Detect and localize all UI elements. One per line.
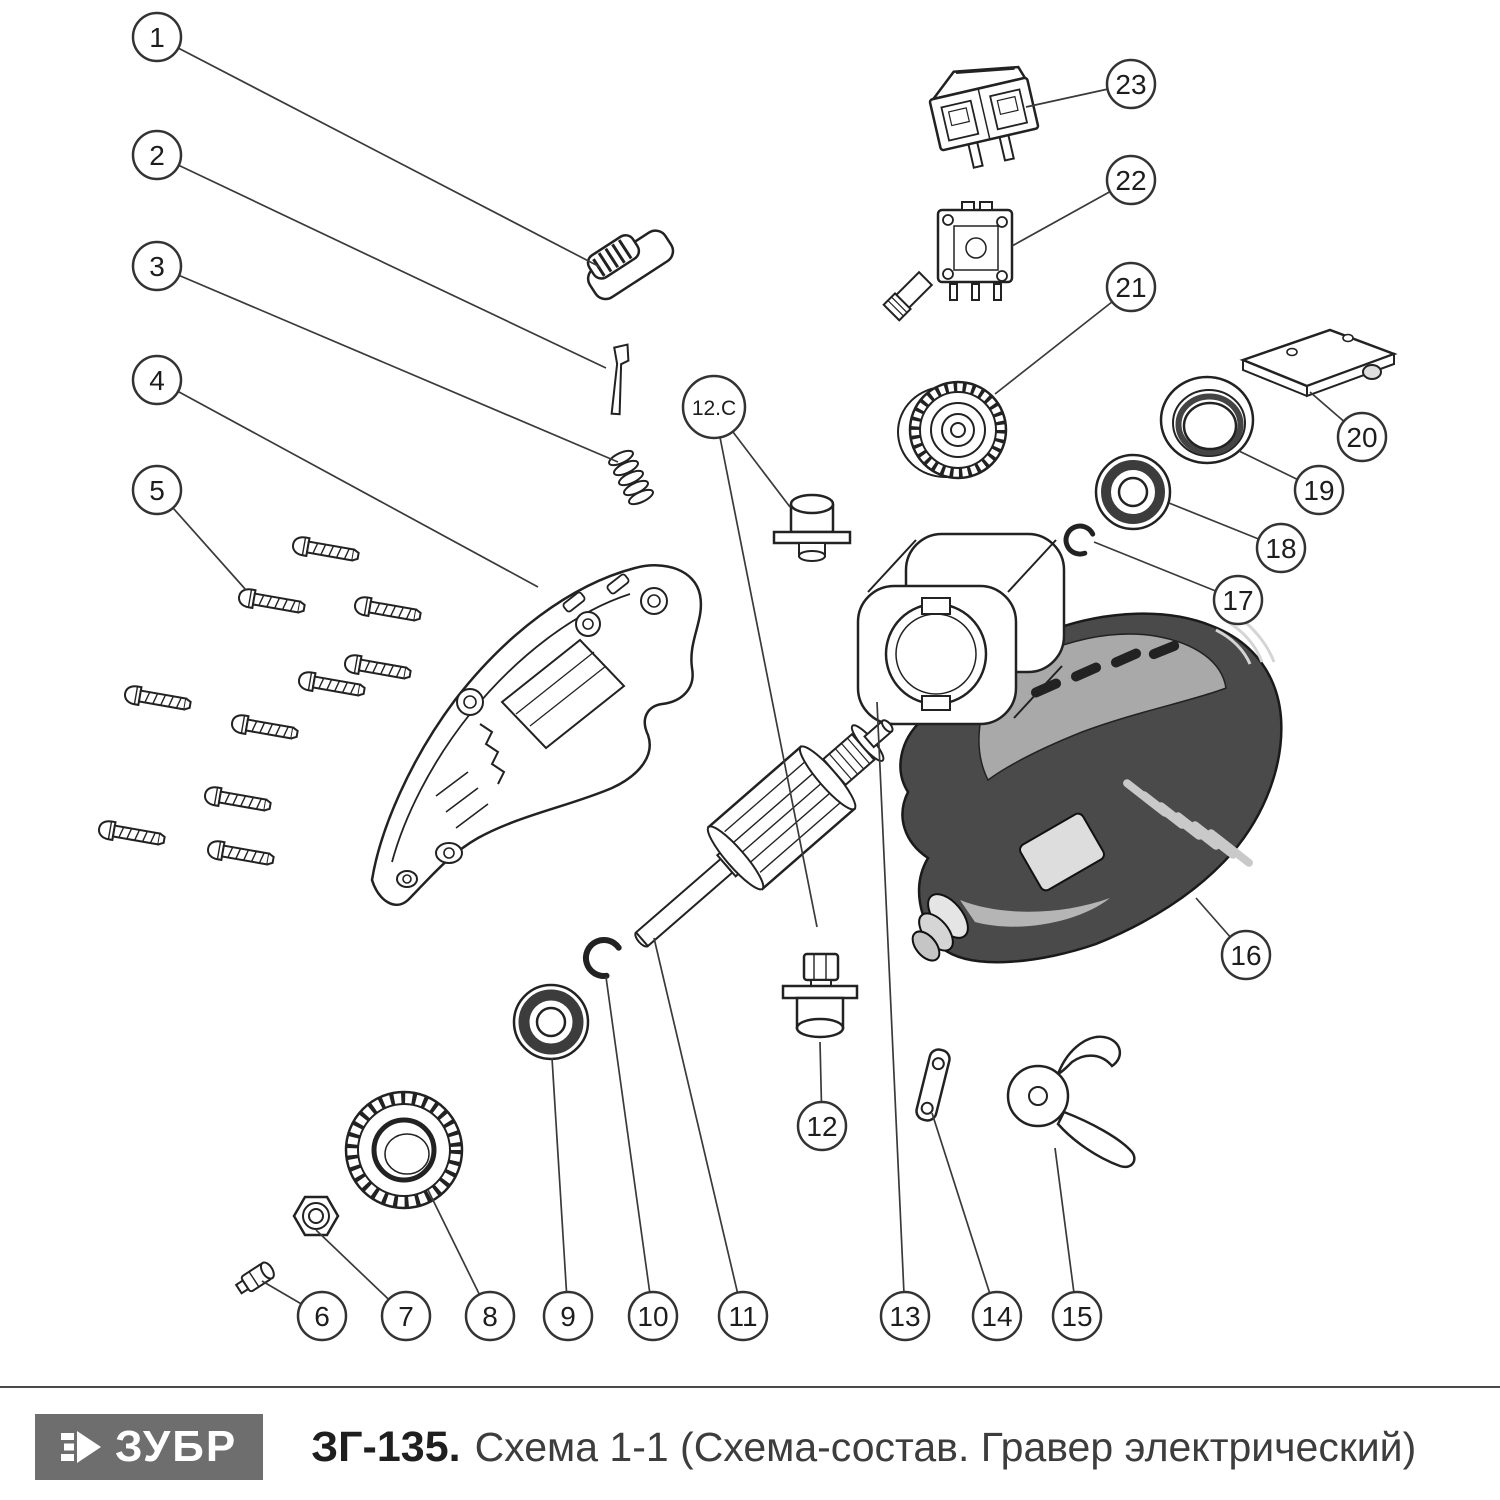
svg-text:14: 14	[981, 1301, 1012, 1332]
svg-text:22: 22	[1115, 165, 1146, 196]
svg-text:15: 15	[1061, 1301, 1092, 1332]
callout-22: 22	[1105, 154, 1157, 206]
callout-4: 4	[131, 354, 183, 406]
part-8-nose-cap	[344, 1090, 464, 1210]
svg-text:12: 12	[806, 1111, 837, 1142]
part-12c-carbon-brush-upper	[772, 493, 852, 562]
zubr-logo-icon	[61, 1431, 101, 1463]
callout-8: 8	[464, 1290, 516, 1342]
part-10-retaining-ring-front	[582, 936, 622, 979]
part-22-potentiometer	[882, 201, 1014, 322]
callout-17: 17	[1212, 574, 1264, 626]
svg-text:11: 11	[728, 1301, 757, 1332]
svg-text:5: 5	[149, 475, 165, 506]
footer: ЗУБР ЗГ-135. Схема 1-1 (Схема-состав. Гр…	[0, 1386, 1500, 1480]
part-7-collet-nut	[292, 1195, 340, 1237]
callout-15: 15	[1051, 1290, 1103, 1342]
svg-text:9: 9	[560, 1301, 576, 1332]
callout-5: 5	[131, 464, 183, 516]
part-20-mounting-plate	[1239, 328, 1398, 398]
svg-text:7: 7	[398, 1301, 414, 1332]
vent-slats	[1123, 779, 1253, 867]
part-5-screws	[96, 534, 423, 870]
callout-10: 10	[627, 1290, 679, 1342]
part-4-housing-left-half	[370, 564, 703, 906]
diagram-title: ЗГ-135. Схема 1-1 (Схема-состав. Гравер …	[311, 1423, 1416, 1472]
svg-text:4: 4	[149, 365, 165, 396]
svg-text:19: 19	[1303, 475, 1334, 506]
callout-21: 21	[1105, 261, 1157, 313]
callout-1: 1	[131, 11, 183, 63]
callout-23: 23	[1105, 58, 1157, 110]
footer-divider	[0, 1386, 1500, 1388]
svg-text:13: 13	[889, 1301, 920, 1332]
callout-14: 14	[971, 1290, 1023, 1342]
callout-19: 19	[1293, 464, 1345, 516]
part-14-bracket-plate	[915, 1048, 951, 1122]
callout-13: 13	[879, 1290, 931, 1342]
svg-text:20: 20	[1346, 422, 1377, 453]
brand-name: ЗУБР	[115, 1422, 238, 1471]
callout-2: 2	[131, 129, 183, 181]
model-number: ЗГ-135.	[311, 1422, 461, 1471]
svg-text:8: 8	[482, 1301, 498, 1332]
schema-title: Схема 1-1 (Схема-состав. Гравер электрич…	[474, 1423, 1417, 1470]
callout-7: 7	[380, 1290, 432, 1342]
svg-text:1: 1	[149, 22, 165, 53]
part-11-armature	[634, 719, 894, 948]
part-9-bearing-front	[512, 983, 590, 1061]
callout-16: 16	[1220, 929, 1272, 981]
callout-3: 3	[131, 240, 183, 292]
part-15-hanger-hook	[1006, 1035, 1136, 1169]
part-13-stator	[856, 532, 1066, 726]
part-12-carbon-brush-lower	[781, 952, 859, 1039]
part-17-retaining-ring-rear	[1063, 523, 1096, 557]
part-23-power-switch	[928, 65, 1040, 169]
svg-text:16: 16	[1230, 940, 1261, 971]
svg-text:21: 21	[1115, 272, 1146, 303]
callout-20: 20	[1336, 411, 1388, 463]
part-2-switch-lever	[610, 343, 630, 416]
svg-text:10: 10	[637, 1301, 668, 1332]
svg-text:23: 23	[1115, 69, 1146, 100]
svg-text:2: 2	[149, 140, 165, 171]
svg-text:12.C: 12.C	[692, 397, 736, 420]
svg-text:17: 17	[1222, 585, 1253, 616]
part-18-bearing-rear	[1094, 453, 1172, 531]
svg-text:18: 18	[1265, 533, 1296, 564]
part-6-collet	[234, 1261, 275, 1295]
callout-11: 11	[717, 1290, 769, 1342]
svg-text:3: 3	[149, 251, 165, 282]
callout-6: 6	[296, 1290, 348, 1342]
svg-text:6: 6	[314, 1301, 330, 1332]
part-3-spring	[608, 449, 654, 506]
part-19-bearing-sleeve	[1159, 375, 1255, 465]
zubr-logo: ЗУБР	[35, 1414, 264, 1480]
callout-12: 12	[796, 1100, 848, 1152]
callout-12c: 12.C	[681, 374, 747, 440]
callout-9: 9	[542, 1290, 594, 1342]
part-21-speed-dial	[897, 380, 1008, 480]
part-1-slider-switch-button	[586, 229, 675, 301]
callout-18: 18	[1255, 522, 1307, 574]
